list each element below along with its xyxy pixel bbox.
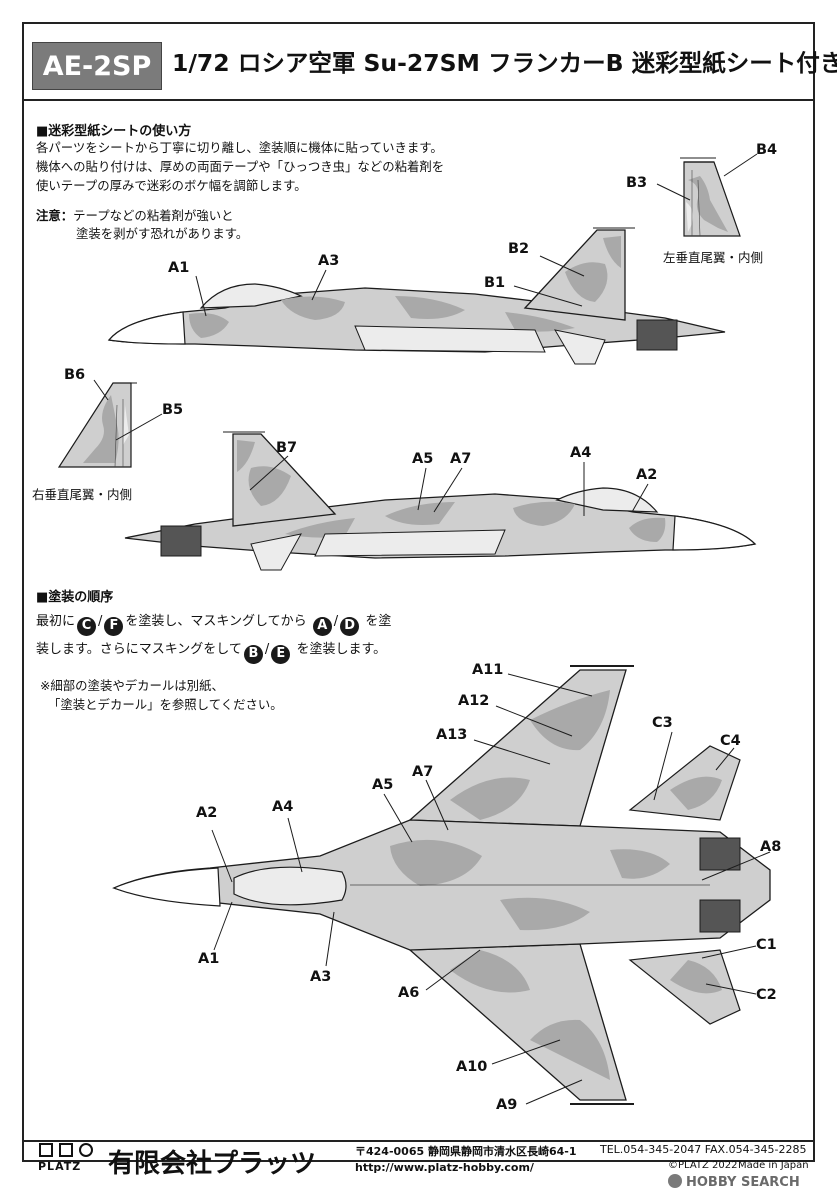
paint-a-badge: A: [312, 616, 332, 636]
right-fin-caption: 右垂直尾翼・内側: [32, 487, 133, 502]
part-label: A1: [198, 951, 220, 967]
part-label: A7: [412, 764, 434, 780]
order-text: を塗装し、マスキングしてから: [125, 614, 307, 629]
usage-line: 各パーツをシートから丁寧に切り離し、塗装順に機体に貼っていきます。: [36, 140, 443, 155]
note-label: 注意：: [36, 208, 74, 223]
paint-c-badge: C: [77, 616, 97, 636]
document-title: 1/72 ロシア空軍 Su-27SM フランカーB 迷彩型紙シート付き: [172, 49, 837, 77]
product-code: AE-2SP: [42, 50, 152, 82]
part-label: A8: [760, 839, 782, 855]
part-label: A5: [372, 777, 394, 793]
watermark: HOBBY SEARCH: [668, 1174, 800, 1190]
part-label: A7: [450, 451, 472, 467]
watermark-text: HOBBY SEARCH: [686, 1175, 800, 1190]
order-text: 装します。さらにマスキングをして: [36, 642, 242, 657]
company-address: 〒424-0065 静岡県静岡市清水区長崎64-1: [355, 1145, 577, 1158]
footer-divider: [22, 1140, 815, 1142]
platz-logo-text: PLATZ: [38, 1160, 82, 1173]
usage-text: 各パーツをシートから丁寧に切り離し、塗装順に機体に貼っていきます。 機体への貼り…: [36, 138, 444, 195]
part-label: B2: [508, 241, 530, 257]
watermark-icon: [668, 1174, 682, 1188]
part-label: A2: [636, 467, 658, 483]
left-fin-caption: 左垂直尾翼・内側: [663, 250, 764, 265]
note-line: テープなどの粘着剤が強いと: [73, 208, 234, 223]
side-view-right-diagram: [124, 431, 757, 571]
side-view-left-diagram: [107, 227, 726, 365]
part-label: A9: [496, 1097, 518, 1113]
part-label: C3: [652, 715, 673, 731]
usage-heading: ■迷彩型紙シートの使い方: [36, 124, 192, 139]
part-label: A3: [310, 969, 332, 985]
part-label: A2: [196, 805, 218, 821]
part-label: A13: [436, 727, 468, 743]
separator: /: [98, 614, 103, 629]
part-label: B1: [484, 275, 506, 291]
part-label: A1: [168, 260, 190, 276]
part-label: A5: [412, 451, 434, 467]
order-heading: ■塗装の順序: [36, 590, 114, 605]
part-label: B3: [626, 175, 648, 191]
order-note-line: ※細部の塗装やデカールは別紙、: [40, 678, 224, 693]
company-phone: TEL.054-345-2047 FAX.054-345-2285: [600, 1143, 807, 1156]
usage-note: 注意：テープなどの粘着剤が強いと: [36, 206, 234, 225]
part-label: A11: [472, 662, 504, 678]
part-label: A10: [456, 1059, 488, 1075]
paint-e-badge: E: [271, 644, 291, 664]
part-label: B7: [276, 440, 298, 456]
part-label: A4: [570, 445, 592, 461]
part-label: A12: [458, 693, 490, 709]
paint-f-badge: F: [104, 616, 124, 636]
part-label: C1: [756, 937, 777, 953]
part-label: C4: [720, 733, 741, 749]
company-name: 有限会社プラッツ: [108, 1149, 317, 1179]
part-label: B6: [64, 367, 86, 383]
title-divider: [22, 99, 815, 101]
page-frame: [22, 22, 815, 1162]
part-label: A6: [398, 985, 420, 1001]
part-label: B5: [162, 402, 184, 418]
part-label: C2: [756, 987, 777, 1003]
order-note-line: 「塗装とデカール」を参照してください。: [48, 697, 283, 712]
usage-line: 使いテープの厚みで迷彩のボケ幅を調節します。: [36, 178, 307, 193]
part-label: B4: [756, 142, 778, 158]
copyright: ©PLATZ 2022: [668, 1160, 738, 1171]
company-url: http://www.platz-hobby.com/: [355, 1161, 534, 1174]
order-text: を塗装します。: [296, 642, 387, 657]
product-code-badge: AE-2SP: [32, 42, 162, 90]
paint-b-badge: B: [243, 644, 263, 664]
made-in: Made in Japan: [738, 1160, 809, 1171]
part-label: A4: [272, 799, 294, 815]
separator: /: [264, 642, 270, 657]
separator: /: [333, 614, 339, 629]
left-fin-diagram: [680, 157, 741, 237]
order-note: ※細部の塗装やデカールは別紙、 「塗装とデカール」を参照してください。: [40, 676, 283, 714]
order-text: を塗: [365, 614, 392, 629]
order-text: 最初に: [36, 614, 76, 629]
paint-d-badge: D: [340, 616, 360, 636]
note-line: 塗装を剥がす恐れがあります。: [76, 226, 249, 241]
usage-line: 機体への貼り付けは、厚めの両面テープや「ひっつき虫」などの粘着剤を: [36, 159, 445, 174]
platz-logo-icon: [39, 1143, 93, 1157]
part-label: A3: [318, 253, 340, 269]
